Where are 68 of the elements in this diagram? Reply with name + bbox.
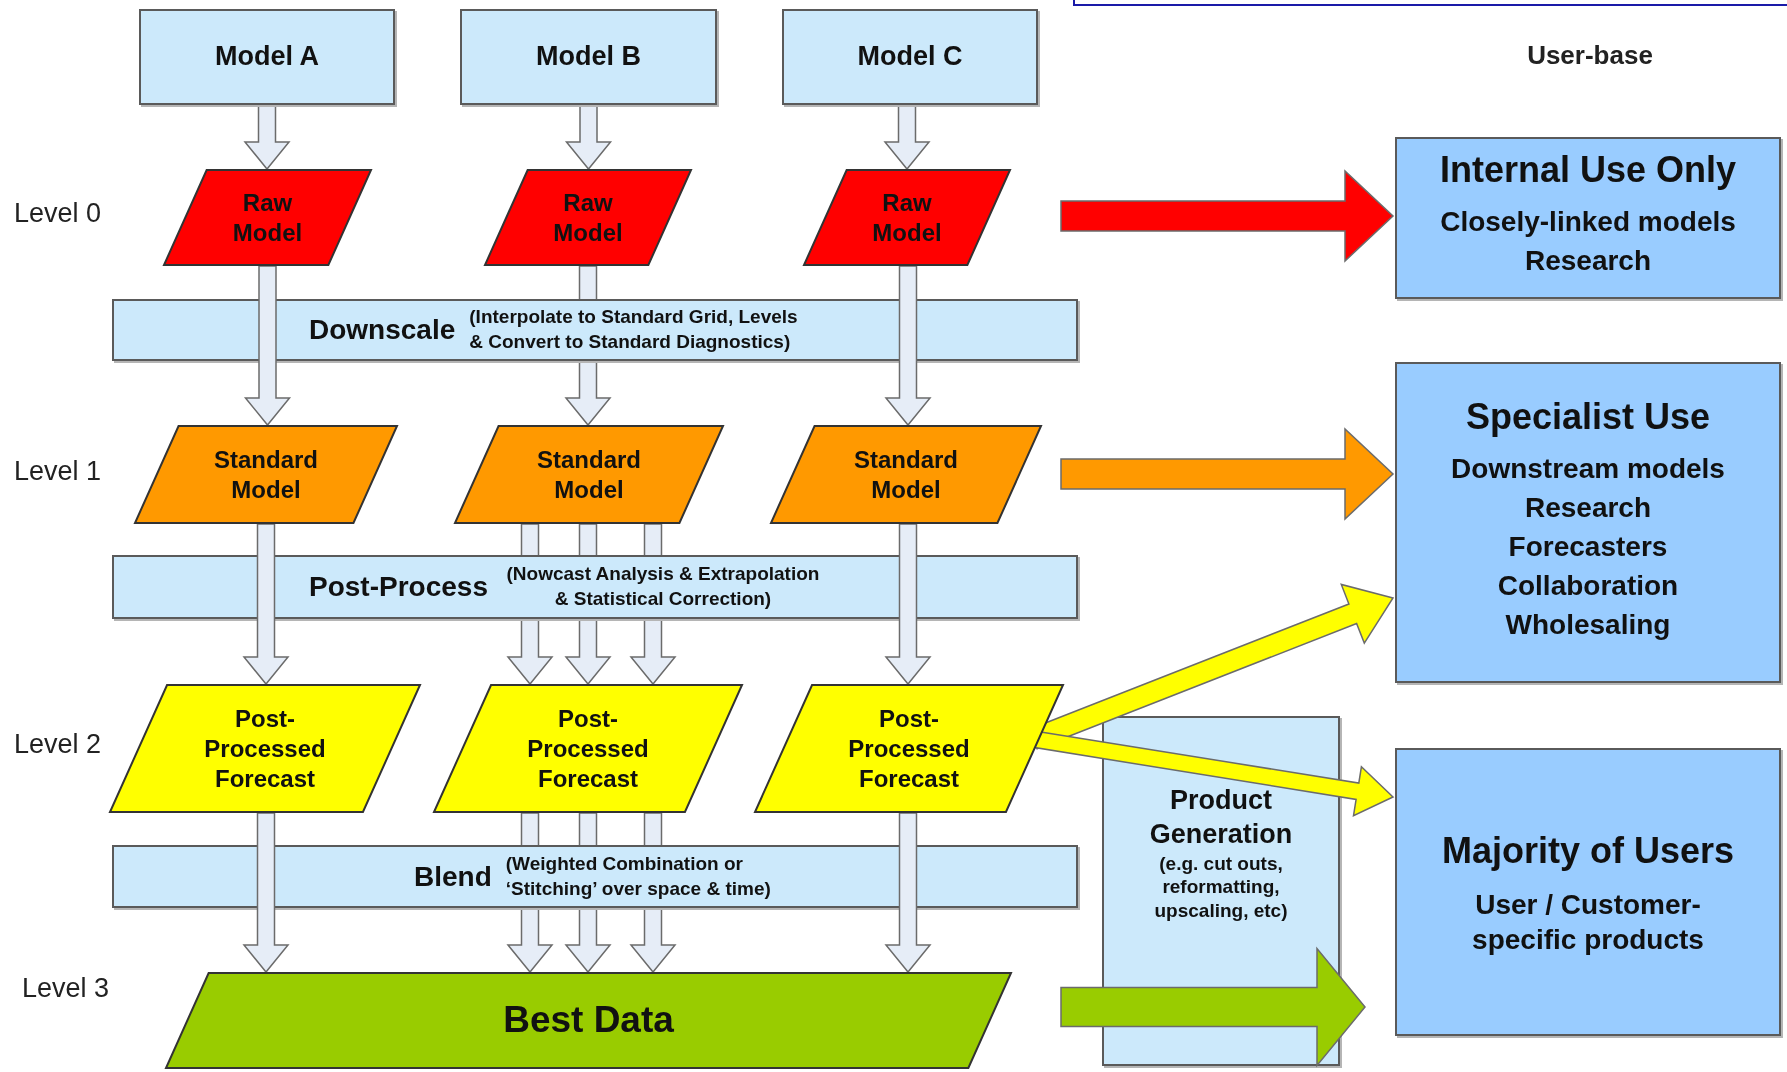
process-name: Downscale	[309, 314, 456, 346]
data-parallelogram	[454, 425, 724, 524]
block-arrow	[883, 104, 931, 171]
level-label: Level 1	[14, 456, 103, 487]
model-box	[460, 9, 717, 105]
node-title: Standard Model	[853, 444, 959, 505]
data-parallelogram	[433, 684, 743, 813]
node-title: Raw Model	[231, 187, 304, 248]
node-title: Majority of Users	[1440, 828, 1736, 873]
block-arrow	[242, 812, 290, 974]
node-title: Internal Use Only	[1438, 148, 1738, 192]
node-title: Raw Model	[871, 187, 943, 248]
process-name: Post-Process	[309, 571, 488, 603]
user-group-item: Forecasters	[1508, 530, 1668, 564]
data-parallelogram	[803, 169, 1011, 266]
level-label: Level 0	[14, 198, 103, 229]
user-group-item: Collaboration	[1497, 569, 1679, 603]
node-note: (e.g. cut outs, reformatting, upscaling, etc)	[1153, 851, 1289, 923]
user-group-item: Research	[1524, 491, 1652, 525]
user-group-item: Research	[1524, 244, 1652, 278]
block-arrow	[243, 104, 291, 171]
data-parallelogram	[109, 684, 421, 813]
data-parallelogram	[163, 169, 372, 266]
process-description: (Nowcast Analysis & Extrapolation & Statistical Correction)	[505, 562, 821, 611]
process-description: (Interpolate to Standard Grid, Levels & Convert to Standard Diagnostics)	[469, 305, 799, 354]
process-name: Blend	[414, 860, 492, 893]
node-title: Standard Model	[213, 444, 319, 505]
user-group-item: Closely-linked models	[1440, 205, 1736, 239]
node-title: Model A	[214, 40, 320, 74]
process-description: (Weighted Combination or ‘Stitching’ over space & time)	[505, 851, 772, 901]
block-arrow	[884, 523, 932, 686]
level-label: Level 3	[22, 973, 111, 1004]
node-title: Model B	[535, 40, 642, 74]
process-band	[112, 555, 1078, 619]
data-parallelogram	[754, 684, 1064, 813]
node-title: Post-Processed Forecast	[847, 703, 971, 794]
process-band	[112, 299, 1078, 361]
user-group-box	[1395, 362, 1781, 683]
column-heading: User-base	[1526, 40, 1654, 71]
node-title: Raw Model	[552, 187, 624, 248]
block-arrow	[884, 812, 932, 974]
node-title: Model C	[856, 40, 964, 74]
block-arrow	[1060, 169, 1395, 263]
model-box	[782, 9, 1038, 105]
block-arrow	[243, 265, 292, 427]
data-parallelogram	[770, 425, 1042, 524]
user-group-item: Downstream models	[1451, 452, 1725, 486]
data-parallelogram	[484, 169, 692, 266]
data-parallelogram	[165, 972, 1012, 1069]
user-group-box	[1395, 748, 1781, 1036]
node-title: Best Data	[502, 998, 675, 1043]
block-arrow	[1060, 946, 1366, 1068]
block-arrow	[564, 104, 613, 171]
node-title: Product Generation	[1148, 784, 1294, 851]
block-arrow	[884, 265, 932, 427]
block-arrow	[1060, 427, 1395, 521]
node-title: Post-Processed Forecast	[526, 703, 650, 794]
model-box	[139, 9, 395, 105]
user-group-item: Wholesaling	[1505, 608, 1671, 642]
process-band	[112, 845, 1078, 908]
block-arrow	[242, 523, 290, 686]
user-group-box	[1395, 137, 1781, 299]
node-title: Specialist Use	[1464, 395, 1712, 439]
data-parallelogram	[134, 425, 398, 524]
node-title: Standard Model	[536, 444, 642, 505]
level-label: Level 2	[14, 729, 103, 760]
user-group-item: User / Customer-specific products	[1471, 887, 1705, 957]
node-title: Post-Processed Forecast	[203, 703, 327, 794]
